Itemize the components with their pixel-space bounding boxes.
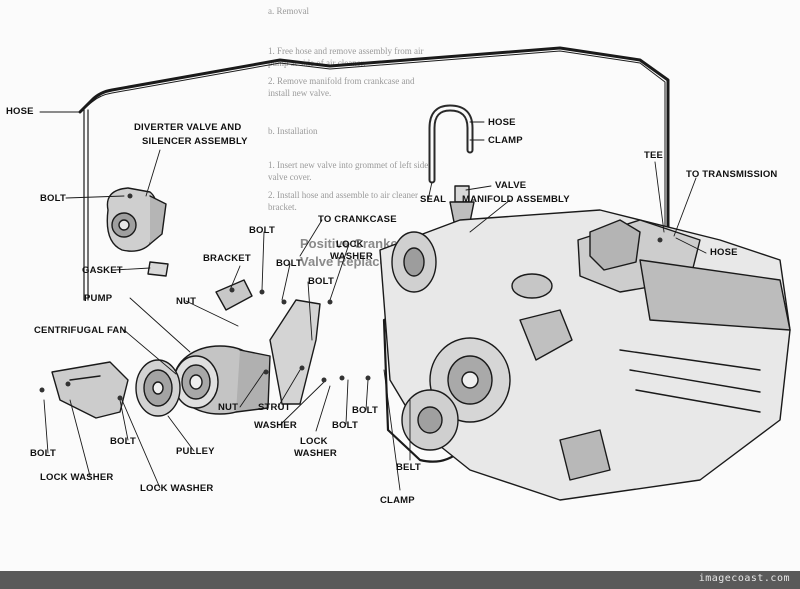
label-nut-1: NUT — [176, 296, 197, 307]
label-bolt-2: BOLT — [249, 225, 275, 236]
label-lock-washer-1a: LOCK — [336, 239, 364, 250]
bg-line-6: valve cover. — [268, 172, 312, 182]
label-bolt-4: BOLT — [308, 276, 334, 287]
label-clamp-top: CLAMP — [488, 135, 523, 146]
label-seal: SEAL — [420, 194, 447, 205]
label-bracket: BRACKET — [203, 253, 251, 264]
distributor-shape — [511, 273, 553, 299]
label-washer: WASHER — [254, 420, 297, 431]
label-bolt-1: BOLT — [40, 193, 66, 204]
bg-line-1: 1. Free hose and remove assembly from ai… — [268, 46, 424, 56]
label-tee: TEE — [644, 150, 664, 161]
bg-line-3: 2. Remove manifold from crankcase and — [268, 76, 415, 86]
air-hose-line — [78, 46, 670, 234]
pulley-shape — [135, 359, 181, 417]
diverter-valve-shape — [106, 187, 167, 252]
label-silencer: SILENCER ASSEMBLY — [142, 136, 248, 147]
bg-line-8: bracket. — [268, 202, 297, 212]
diverter-hose — [83, 109, 89, 301]
label-pulley: PULLEY — [176, 446, 215, 457]
label-strut: STRUT — [258, 402, 291, 413]
label-pump: PUMP — [84, 293, 113, 304]
label-belt: BELT — [396, 462, 421, 473]
label-valve: VALVE — [495, 180, 527, 191]
label-hose-top: HOSE — [488, 117, 516, 128]
upper-bracket-shape — [215, 279, 253, 311]
carburetor-shape — [589, 219, 641, 271]
label-lock-washer-1b: WASHER — [330, 251, 373, 262]
label-lock-washer-4: LOCK WASHER — [140, 483, 214, 494]
label-bolt-3: BOLT — [276, 258, 302, 269]
pcv-valve-shape — [449, 185, 475, 223]
label-nut-2: NUT — [218, 402, 239, 413]
alternator-shape — [391, 231, 437, 293]
air-pump-shape — [173, 345, 271, 415]
label-to-transmission: TO TRANSMISSION — [686, 169, 778, 180]
label-hose-left: HOSE — [6, 106, 34, 117]
label-hose-right: HOSE — [710, 247, 738, 258]
label-bolt-8: BOLT — [30, 448, 56, 459]
label-manifold: MANIFOLD ASSEMBLY — [462, 194, 570, 205]
bg-line-5: 1. Insert new valve into grommet of left… — [268, 160, 429, 170]
label-bolt-5: BOLT — [352, 405, 378, 416]
pump-bracket-shape — [51, 361, 129, 419]
label-lock-washer-2b: WASHER — [294, 448, 337, 459]
label-to-crankcase: TO CRANKCASE — [318, 214, 397, 225]
label-bolt-7: BOLT — [110, 436, 136, 447]
hose-u-bend — [428, 104, 474, 184]
strut-shape — [269, 299, 321, 405]
bg-item-removal: a. Removal — [268, 6, 309, 16]
bg-line-7: 2. Install hose and assemble to air clea… — [268, 190, 418, 200]
watermark-text: imagecoast.com — [698, 573, 790, 584]
bg-item-install: b. Installation — [268, 126, 318, 136]
label-gasket: GASKET — [82, 265, 123, 276]
gasket-shape — [147, 261, 169, 277]
label-clamp-bottom: CLAMP — [380, 495, 415, 506]
label-diverter: DIVERTER VALVE AND — [134, 122, 242, 133]
bg-line-4: install new valve. — [268, 88, 332, 98]
label-lock-washer-3: LOCK WASHER — [40, 472, 114, 483]
label-lock-washer-2a: LOCK — [300, 436, 328, 447]
watermark-bar: imagecoast.com — [0, 571, 800, 589]
label-centrifugal-fan: CENTRIFUGAL FAN — [34, 325, 127, 336]
label-bolt-6: BOLT — [332, 420, 358, 431]
